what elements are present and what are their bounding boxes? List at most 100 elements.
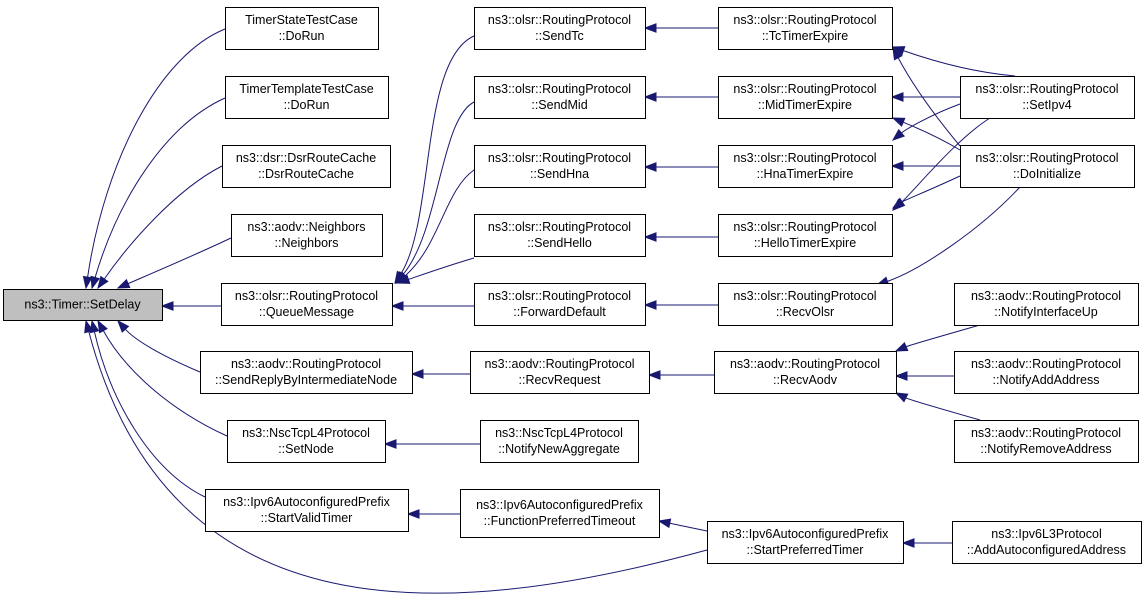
node-label-line: ns3::olsr::RoutingProtocol: [733, 220, 876, 234]
arrowhead: [97, 275, 109, 290]
function-node-n1[interactable]: TimerStateTestCase::DoRun: [225, 7, 379, 50]
function-node-n23[interactable]: ns3::Ipv6AutoconfiguredPrefix::StartPref…: [707, 521, 904, 564]
function-node-n15[interactable]: ns3::NscTcpL4Protocol::NotifyNewAggregat…: [480, 420, 639, 463]
node-label-line: ::AddAutoconfiguredAddress: [967, 543, 1126, 557]
function-node-n17[interactable]: ns3::olsr::RoutingProtocol::TcTimerExpir…: [718, 7, 893, 50]
call-edge: [160, 301, 221, 311]
function-node-n26[interactable]: ns3::aodv::RoutingProtocol::NotifyInterf…: [954, 283, 1139, 326]
arrowhead: [901, 538, 915, 548]
function-node-n16[interactable]: ns3::Ipv6AutoconfiguredPrefix::FunctionP…: [460, 489, 660, 538]
call-edge: [396, 257, 475, 284]
edge-line: [127, 237, 232, 285]
function-node-n5[interactable]: ns3::olsr::RoutingProtocol::QueueMessage: [221, 283, 393, 326]
call-edge: [657, 518, 708, 532]
edge-line: [93, 331, 206, 498]
call-edge: [891, 175, 961, 209]
call-edge: [97, 319, 228, 437]
function-node-n19[interactable]: ns3::olsr::RoutingProtocol::HnaTimerExpi…: [718, 145, 893, 188]
call-edge: [643, 162, 718, 172]
node-label-line: ::FunctionPreferredTimeout: [484, 514, 636, 528]
edge-line: [669, 522, 708, 532]
call-edge: [394, 35, 475, 285]
root-node-root[interactable]: ns3::Timer::SetDelay: [3, 289, 163, 321]
function-node-n27[interactable]: ns3::aodv::RoutingProtocol::NotifyAddAdd…: [954, 351, 1139, 394]
edge-line: [402, 101, 475, 275]
function-node-n8[interactable]: ns3::Ipv6AutoconfiguredPrefix::StartVali…: [205, 489, 409, 532]
call-edge: [643, 300, 718, 310]
node-box: [474, 283, 646, 326]
function-node-n10[interactable]: ns3::olsr::RoutingProtocol::SendMid: [474, 76, 646, 119]
node-label-line: ::HelloTimerExpire: [754, 236, 856, 250]
edge-line: [102, 330, 228, 437]
node-label-line: ns3::Timer::SetDelay: [24, 298, 141, 312]
function-node-n4[interactable]: ns3::aodv::Neighbors::Neighbors: [231, 214, 383, 257]
node-label-line: ns3::olsr::RoutingProtocol: [488, 289, 631, 303]
edge-line: [94, 97, 226, 278]
edge-line: [124, 328, 201, 373]
node-box: [460, 489, 660, 538]
arrowhead: [643, 232, 657, 242]
arrowhead: [891, 197, 906, 209]
node-label-line: ns3::olsr::RoutingProtocol: [975, 82, 1118, 96]
node-box: [470, 351, 650, 394]
function-node-n9[interactable]: ns3::olsr::RoutingProtocol::SendTc: [474, 7, 646, 50]
edge-line: [901, 103, 961, 134]
node-label-line: ns3::olsr::RoutingProtocol: [733, 13, 876, 27]
node-box: [474, 145, 646, 188]
function-node-n24[interactable]: ns3::olsr::RoutingProtocol::SetIpv4: [960, 76, 1135, 119]
function-node-n7[interactable]: ns3::NscTcpL4Protocol::SetNode: [227, 420, 386, 463]
node-label-line: ns3::olsr::RoutingProtocol: [733, 151, 876, 165]
function-node-n6[interactable]: ns3::aodv::RoutingProtocol::SendReplyByI…: [200, 351, 413, 394]
node-label-line: ns3::aodv::RoutingProtocol: [971, 289, 1121, 303]
arrowhead: [643, 92, 657, 102]
edge-line: [905, 324, 981, 348]
node-box: [960, 76, 1135, 119]
call-edge: [891, 103, 961, 141]
function-node-n12[interactable]: ns3::olsr::RoutingProtocol::SendHello: [474, 214, 646, 257]
function-node-n3[interactable]: ns3::dsr::DsrRouteCache::DsrRouteCache: [222, 145, 391, 188]
node-label-line: ::StartPreferredTimer: [747, 543, 864, 557]
node-label-line: ns3::NscTcpL4Protocol: [495, 426, 623, 440]
node-label-line: ns3::olsr::RoutingProtocol: [733, 82, 876, 96]
node-label-line: ::DoRun: [284, 98, 330, 112]
call-edge: [406, 509, 460, 519]
node-box: [222, 145, 391, 188]
node-label-line: ns3::Ipv6AutoconfiguredPrefix: [722, 527, 890, 541]
function-node-n29[interactable]: ns3::Ipv6L3Protocol::AddAutoconfiguredAd…: [952, 521, 1142, 564]
function-node-n22[interactable]: ns3::aodv::RoutingProtocol::RecvAodv: [714, 351, 897, 394]
node-label-line: ::DoRun: [279, 29, 325, 43]
node-box: [480, 420, 639, 463]
call-edge: [894, 371, 954, 381]
node-label-line: ::RecvOlsr: [776, 305, 834, 319]
nodes-layer: ns3::Timer::SetDelay TimerStateTestCase::…: [3, 7, 1142, 564]
function-node-n18[interactable]: ns3::olsr::RoutingProtocol::MidTimerExpi…: [718, 76, 893, 119]
edges-layer: [82, 23, 1021, 594]
edge-line: [901, 175, 961, 203]
function-node-n13[interactable]: ns3::olsr::RoutingProtocol::ForwardDefau…: [474, 283, 646, 326]
node-box: [221, 283, 393, 326]
function-node-n11[interactable]: ns3::olsr::RoutingProtocol::SendHna: [474, 145, 646, 188]
node-label-line: ::SendTc: [535, 29, 584, 43]
node-label-line: ns3::aodv::RoutingProtocol: [231, 357, 381, 371]
arrowhead: [396, 274, 411, 284]
edge-line: [903, 50, 1016, 77]
node-label-line: ns3::olsr::RoutingProtocol: [488, 13, 631, 27]
edge-line: [408, 257, 475, 280]
node-label-line: ::SetIpv4: [1022, 98, 1071, 112]
function-node-n2[interactable]: TimerTemplateTestCase::DoRun: [225, 76, 389, 119]
function-node-n14[interactable]: ns3::aodv::RoutingProtocol::RecvRequest: [470, 351, 650, 394]
function-node-n28[interactable]: ns3::aodv::RoutingProtocol::NotifyRemove…: [954, 420, 1139, 463]
call-edge: [894, 392, 981, 421]
node-box: [718, 76, 893, 119]
call-edge: [643, 23, 718, 33]
call-edge: [890, 92, 960, 102]
function-node-n21[interactable]: ns3::olsr::RoutingProtocol::RecvOlsr: [718, 283, 893, 326]
node-box: [231, 214, 383, 257]
arrowhead: [890, 161, 904, 171]
node-label-line: ns3::aodv::RoutingProtocol: [730, 357, 880, 371]
function-node-n25[interactable]: ns3::olsr::RoutingProtocol::DoInitialize: [960, 145, 1135, 188]
function-node-n20[interactable]: ns3::olsr::RoutingProtocol::HelloTimerEx…: [718, 214, 893, 257]
node-box: [718, 7, 893, 50]
node-label-line: ::ForwardDefault: [513, 305, 606, 319]
node-label-line: ns3::olsr::RoutingProtocol: [488, 151, 631, 165]
